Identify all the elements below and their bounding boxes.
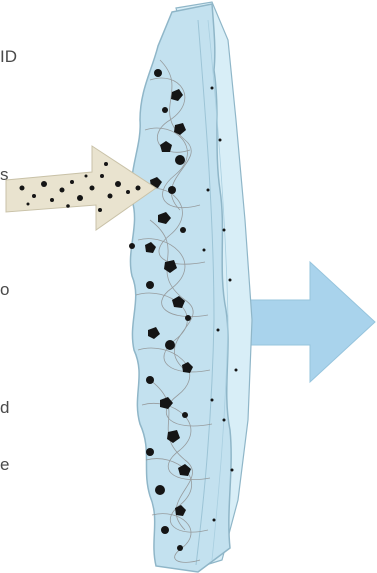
dirty-flow-arrow-icon bbox=[6, 146, 156, 230]
clean-flow-arrow-icon bbox=[238, 262, 375, 382]
filter-media bbox=[130, 4, 231, 572]
